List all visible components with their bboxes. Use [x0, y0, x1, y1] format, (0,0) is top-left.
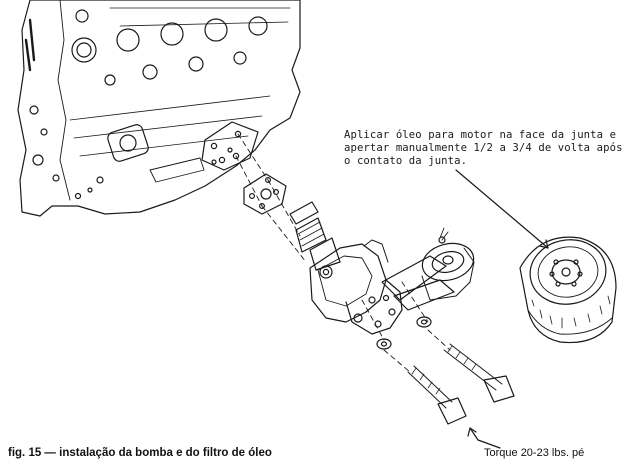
gasket-instruction-line-3: o contato da junta. [344, 155, 468, 167]
gasket-instruction: Aplicar óleo para motor na face da junta… [344, 129, 623, 168]
annotation-arrow [455, 169, 549, 249]
bolts [407, 343, 515, 425]
alignment-lines [235, 133, 451, 373]
torque-arrow [467, 427, 501, 449]
filter-adapter [381, 227, 475, 311]
drive-shaft-gear [289, 201, 341, 271]
mounting-flange [201, 121, 259, 171]
washers [376, 316, 432, 350]
engine-block [17, 0, 301, 217]
gasket-instruction-line-1: Aplicar óleo para motor na face da junta… [344, 129, 617, 141]
torque-label: Torque 20-23 lbs. pé [484, 447, 585, 459]
gasket [243, 173, 287, 215]
oil-filter [519, 236, 617, 344]
gasket-instruction-line-2: apertar manualmente 1/2 a 3/4 de volta a… [344, 142, 623, 154]
oil-pump [309, 239, 403, 335]
figure-caption: fig. 15 — instalação da bomba e do filtr… [8, 447, 272, 459]
